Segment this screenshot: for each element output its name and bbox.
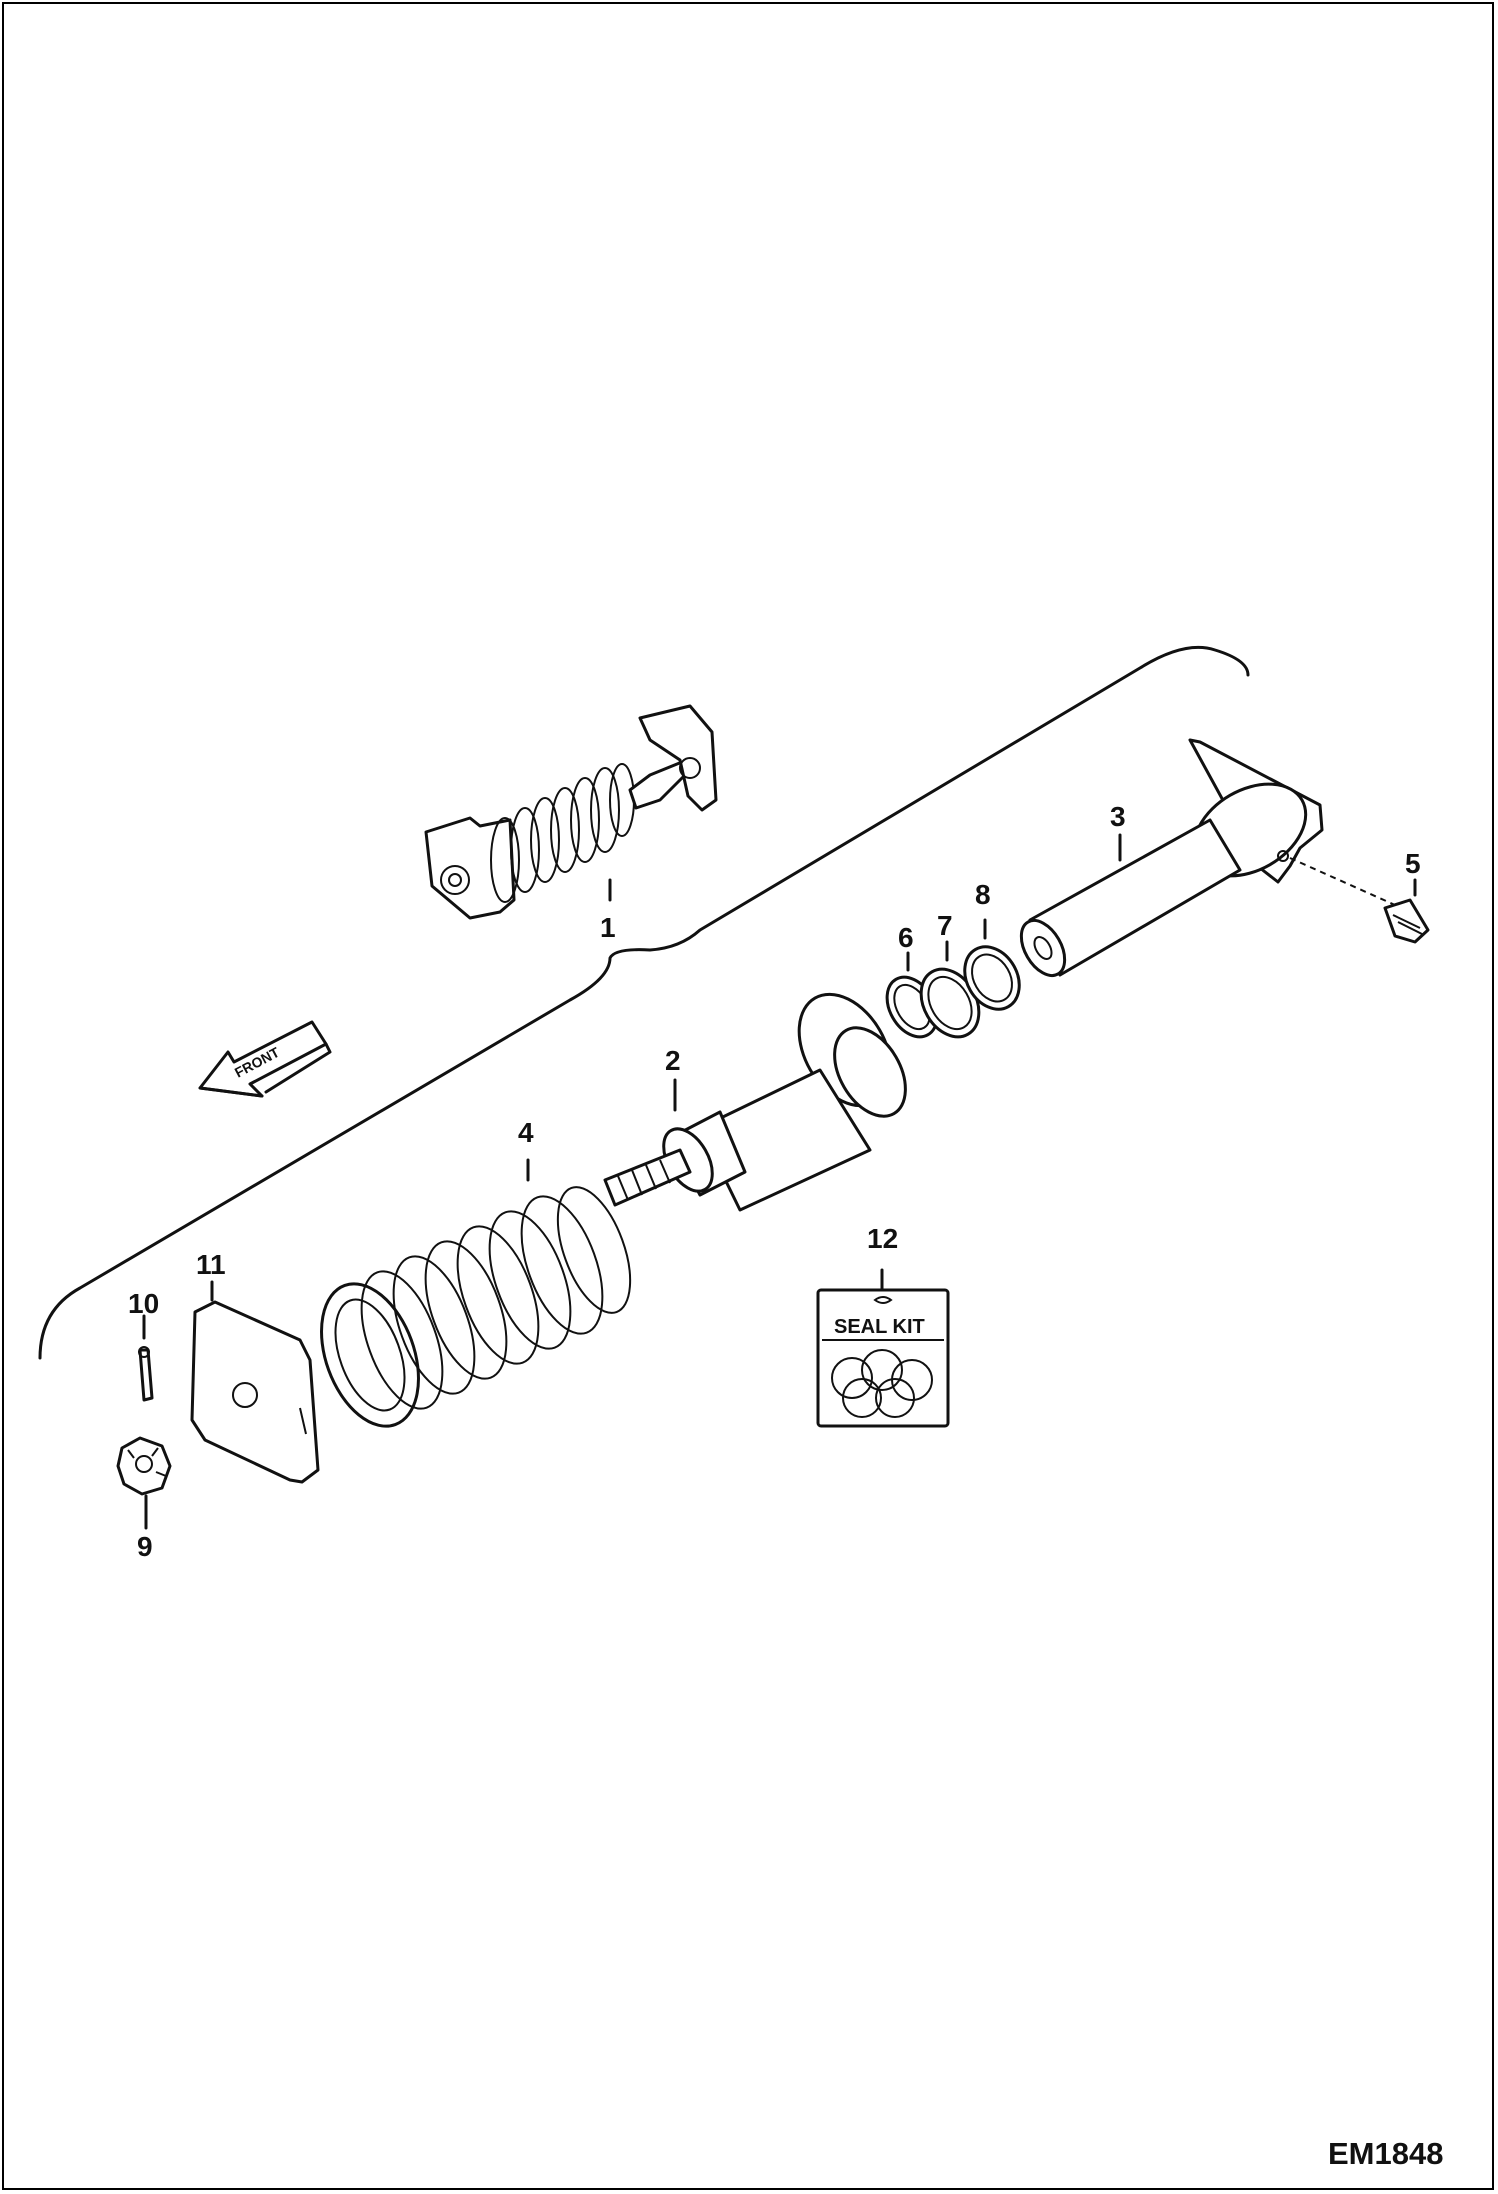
castle-nut-part xyxy=(116,1436,172,1496)
figure-code: EM1848 xyxy=(1328,2136,1443,2171)
grease-fitting-part xyxy=(1289,857,1430,944)
group-brace xyxy=(38,645,1250,1360)
seal-ring-8-part xyxy=(963,945,1021,1011)
callout-11: 11 xyxy=(196,1249,226,1280)
coil-spring-part xyxy=(320,1186,632,1428)
cylinder-part xyxy=(603,992,907,1212)
seal-kit-label: SEAL KIT xyxy=(834,1316,925,1338)
callout-9: 9 xyxy=(137,1531,153,1562)
seal-kit-part: SEAL KIT xyxy=(816,1288,950,1428)
rod-flange-part xyxy=(1019,738,1324,977)
callout-2: 2 xyxy=(665,1045,681,1076)
callout-1: 1 xyxy=(600,912,616,943)
front-arrow: FRONT xyxy=(198,1020,332,1098)
cotter-pin-part xyxy=(138,1346,154,1402)
callout-5: 5 xyxy=(1405,848,1421,879)
callout-10: 10 xyxy=(128,1288,159,1319)
plate-part xyxy=(190,1300,320,1484)
callout-3: 3 xyxy=(1110,801,1126,832)
callout-12: 12 xyxy=(867,1223,898,1254)
tensioner-assembly-part xyxy=(424,704,718,920)
callout-6: 6 xyxy=(898,922,914,953)
callout-7: 7 xyxy=(937,910,953,941)
callout-4: 4 xyxy=(518,1117,534,1148)
callout-8: 8 xyxy=(975,879,991,910)
